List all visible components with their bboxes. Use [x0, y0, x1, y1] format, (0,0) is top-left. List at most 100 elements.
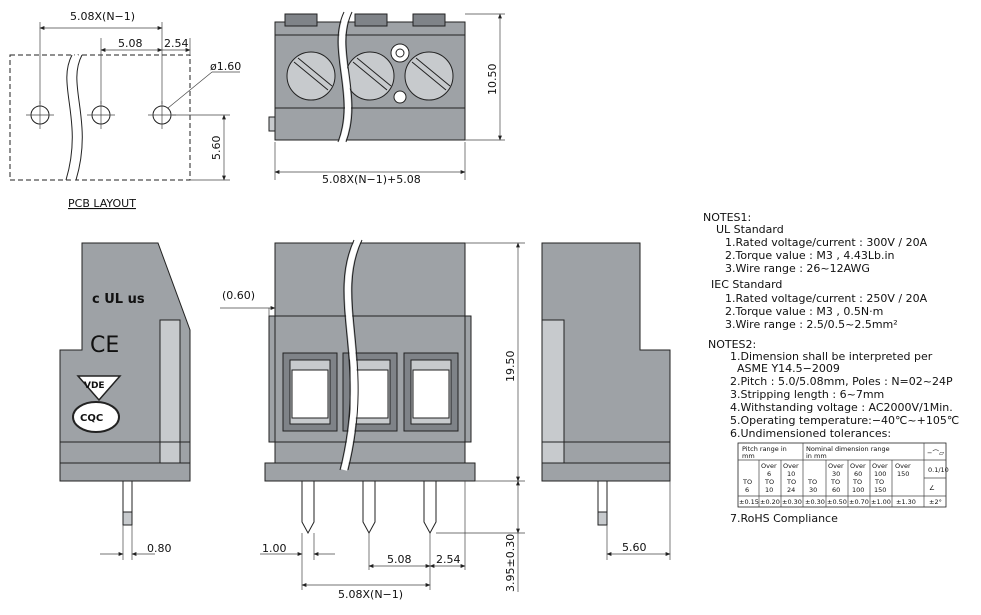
svg-text:Over: Over	[850, 462, 866, 470]
top-screw-2	[345, 51, 395, 101]
nominal-col: TO 30	[807, 478, 817, 494]
svg-text:150: 150	[897, 470, 909, 478]
svg-text:30: 30	[809, 486, 817, 494]
pcb-hole-1	[26, 101, 54, 129]
side-view-right: 5.60	[541, 242, 671, 560]
svg-text:10: 10	[765, 486, 773, 494]
side-left-dim-pin: 0.80	[147, 542, 172, 555]
front-view: (0.60) 1.00 5.08 2.54 5.08X(N−1) 19.50 3…	[220, 238, 525, 601]
front-dim-pin: 1.00	[262, 542, 287, 555]
nominal-col: Over 150	[895, 462, 911, 478]
svg-text:TO: TO	[807, 478, 817, 486]
svg-text:mm: mm	[742, 452, 755, 460]
pcb-hole-3	[148, 101, 176, 129]
notes1: NOTES1: UL Standard 1.Rated voltage/curr…	[703, 211, 928, 331]
svg-text:100: 100	[852, 486, 864, 494]
svg-text:±1.30: ±1.30	[896, 498, 916, 506]
svg-text:TO: TO	[852, 478, 862, 486]
svg-text:100: 100	[874, 470, 886, 478]
svg-text:60: 60	[854, 470, 862, 478]
pcb-dim-pitch: 5.08	[118, 37, 143, 50]
svg-text:∠: ∠	[929, 484, 935, 492]
svg-text:±0.20: ±0.20	[760, 498, 780, 506]
notes2-item: 4.Withstanding voltage : AC2000V/1Min.	[730, 401, 953, 414]
svg-text:6: 6	[745, 486, 749, 494]
vde-logo: VDE	[76, 375, 122, 402]
cqc-logo: CQC	[72, 401, 120, 433]
notes1-ul-item: 2.Torque value : M3 , 4.43Lb.in	[725, 249, 895, 262]
notes2-item: 2.Pitch : 5.0/5.08mm, Poles : N=02~24P	[730, 375, 953, 388]
pitch-col: Over 6 TO 10	[761, 462, 777, 494]
svg-text:TO: TO	[830, 478, 840, 486]
svg-text:±1.00: ±1.00	[871, 498, 891, 506]
pcb-dim-depth: 5.60	[210, 136, 223, 161]
svg-text:TO: TO	[786, 478, 796, 486]
svg-text:TO: TO	[874, 478, 884, 486]
svg-text:0.1/10: 0.1/10	[928, 466, 949, 474]
notes1-iec-item: 3.Wire range : 2.5/0.5~2.5mm²	[725, 318, 898, 331]
ul-logo: c UL us	[92, 292, 145, 307]
nominal-col: Over 100 TO 150	[872, 462, 888, 494]
notes1-iec-item: 1.Rated voltage/current : 250V / 20A	[725, 292, 928, 305]
side-right-dim-depth: 5.60	[622, 541, 647, 554]
svg-text:60: 60	[832, 486, 840, 494]
front-dim-wall: (0.60)	[222, 289, 255, 302]
front-dim-height: 19.50	[504, 351, 517, 383]
notes2-title: NOTES2:	[708, 338, 756, 351]
notes1-iec-item: 2.Torque value : M3 , 0.5N·m	[725, 305, 883, 318]
notes2-item: 7.RoHS Compliance	[730, 512, 838, 525]
svg-text:±0.15: ±0.15	[739, 498, 759, 506]
tolerance-table: Pitch range in mm Nominal dimension rang…	[737, 442, 949, 508]
notes1-title: NOTES1:	[703, 211, 751, 224]
notes1-iec-title: IEC Standard	[711, 278, 782, 291]
nominal-col: Over 30 TO 60	[828, 462, 844, 494]
front-dim-pitch: 5.08	[387, 553, 412, 566]
svg-text:TO: TO	[742, 478, 752, 486]
svg-text:±2°: ±2°	[929, 498, 942, 506]
svg-text:±0.30: ±0.30	[805, 498, 825, 506]
ce-logo: CE	[90, 333, 119, 358]
top-dim-height: 10.50	[486, 64, 499, 96]
nominal-col: Over 60 TO 100	[850, 462, 866, 494]
pcb-outline	[9, 54, 191, 181]
front-pins	[301, 480, 437, 535]
pcb-dim-offset: 2.54	[164, 37, 189, 50]
notes2-item: 3.Stripping length : 6~7mm	[730, 388, 884, 401]
side-view-left: c UL us CE VDE CQC 0.80	[59, 242, 191, 560]
notes1-ul-item: 1.Rated voltage/current : 300V / 20A	[725, 236, 928, 249]
notes1-ul-item: 3.Wire range : 26~12AWG	[725, 262, 870, 275]
svg-text:Over: Over	[895, 462, 911, 470]
svg-text:−⌒▱: −⌒▱	[927, 449, 944, 457]
pcb-dim-total: 5.08X(N−1)	[70, 10, 135, 23]
wire-entry-1	[282, 352, 338, 432]
front-dim-total: 5.08X(N−1)	[338, 588, 403, 601]
top-dim-width: 5.08X(N−1)+5.08	[322, 173, 421, 186]
svg-text:in mm: in mm	[806, 452, 827, 460]
notes2-item: 1.Dimension shall be interpreted per	[730, 350, 933, 363]
front-dim-pin-length: 3.95±0.30	[504, 534, 517, 592]
top-screw-3	[404, 51, 454, 101]
wire-entry-3	[403, 352, 459, 432]
pitch-col: Over 10 TO 24	[783, 462, 799, 494]
svg-text:Pitch range in: Pitch range in	[742, 445, 787, 453]
svg-text:Over: Over	[783, 462, 799, 470]
pitch-col: TO 6	[742, 478, 752, 494]
svg-text:24: 24	[787, 486, 795, 494]
top-screw-1	[286, 51, 336, 101]
notes1-ul-title: UL Standard	[716, 223, 784, 236]
notes2: NOTES2: 1.Dimension shall be interpreted…	[708, 338, 959, 525]
svg-text:±0.30: ±0.30	[782, 498, 802, 506]
svg-text:±0.70: ±0.70	[849, 498, 869, 506]
svg-text:10: 10	[787, 470, 795, 478]
svg-text:VDE: VDE	[84, 381, 105, 391]
pcb-dim-hole: ø1.60	[210, 60, 241, 73]
svg-text:150: 150	[874, 486, 886, 494]
front-dim-offset: 2.54	[436, 553, 461, 566]
svg-text:CQC: CQC	[80, 413, 103, 424]
svg-text:Nominal dimension range: Nominal dimension range	[806, 445, 890, 453]
notes2-item: ASME Y14.5−2009	[737, 362, 840, 375]
svg-text:±0.50: ±0.50	[827, 498, 847, 506]
svg-text:Over: Over	[872, 462, 888, 470]
svg-text:TO: TO	[764, 478, 774, 486]
